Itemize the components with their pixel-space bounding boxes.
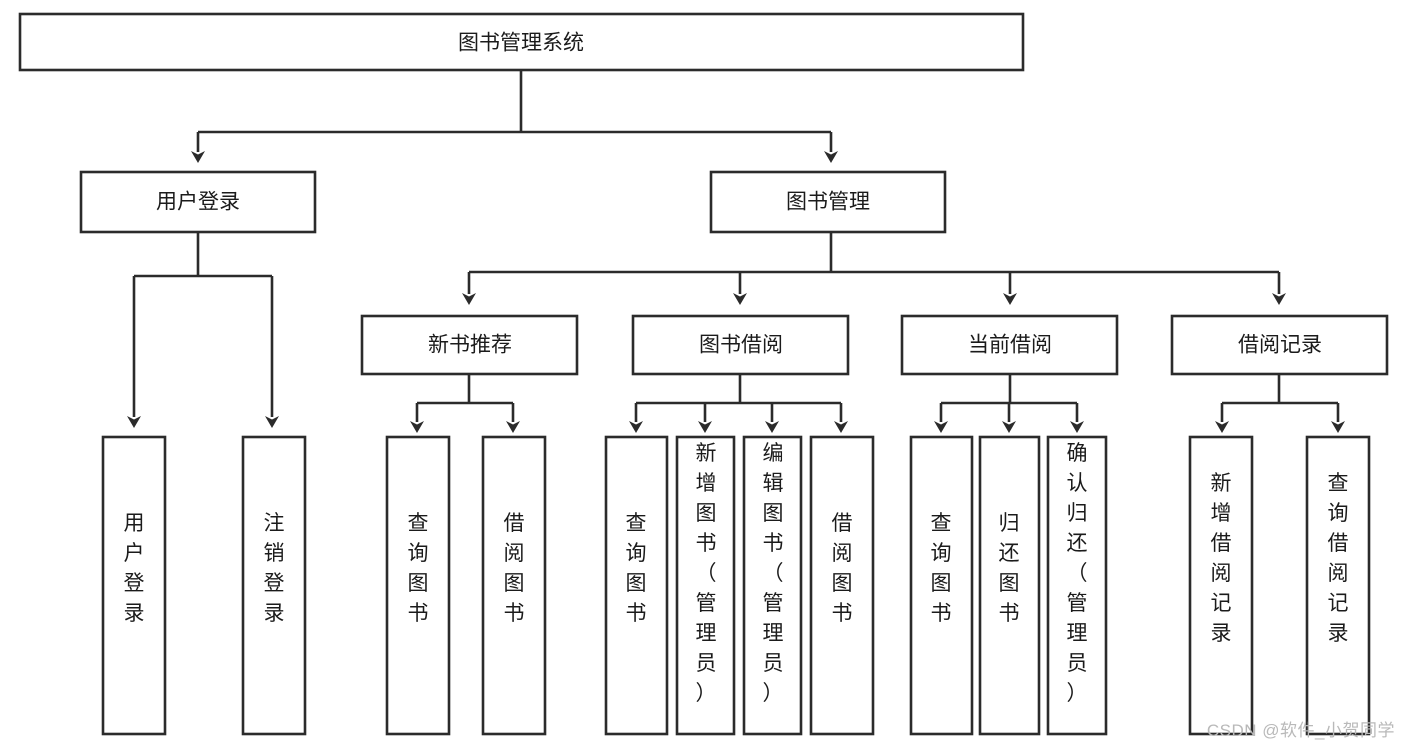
node-leaf-confirm-return-label: 确认归还（管理员） <box>1067 442 1088 705</box>
node-user-login[interactable]: 用户登录 <box>79 170 317 234</box>
node-leaf-add-book[interactable]: 新增图书（管理员） <box>675 435 736 736</box>
node-leaf-query-record[interactable]: 查询借阅记录 <box>1305 435 1371 736</box>
node-leaf-confirm-return-box[interactable] <box>1046 435 1108 736</box>
node-book-borrow[interactable]: 图书借阅 <box>631 314 850 376</box>
node-leaf-user-login-label: 用户登录 <box>124 512 145 625</box>
node-leaf-add-book-label: 新增图书（管理员） <box>696 442 717 705</box>
node-leaf-user-login[interactable]: 用户登录 <box>101 435 167 736</box>
edge-record-bus <box>1222 374 1338 405</box>
edge-root-bus <box>198 70 831 134</box>
node-root-box[interactable] <box>18 12 1025 72</box>
node-leaf-return-book[interactable]: 归还图书 <box>978 435 1041 736</box>
edges-group <box>127 70 1345 433</box>
node-new-book-recommend-box[interactable] <box>360 314 579 376</box>
edge-bookmanage-bus <box>469 232 1279 274</box>
node-leaf-query-book-3[interactable]: 查询图书 <box>909 435 974 736</box>
node-leaf-logout-box[interactable] <box>241 435 307 736</box>
node-book-manage-box[interactable] <box>709 170 947 234</box>
node-leaf-borrow-book-2[interactable]: 借阅图书 <box>809 435 875 736</box>
node-current-borrow-box[interactable] <box>900 314 1119 376</box>
node-book-borrow-label: 图书借阅 <box>699 334 783 357</box>
node-leaf-query-book-2[interactable]: 查询图书 <box>604 435 669 736</box>
node-leaf-user-login-box[interactable] <box>101 435 167 736</box>
node-leaf-query-book-1[interactable]: 查询图书 <box>385 435 451 736</box>
node-leaf-logout[interactable]: 注销登录 <box>241 435 307 736</box>
edge-recommend-bus <box>417 374 513 405</box>
edge-userlogin-bus <box>134 232 272 278</box>
node-user-login-label: 用户登录 <box>156 191 240 214</box>
node-leaf-query-book-3-box[interactable] <box>909 435 974 736</box>
node-new-book-recommend-label: 新书推荐 <box>428 334 512 357</box>
node-leaf-borrow-book-2-box[interactable] <box>809 435 875 736</box>
node-leaf-edit-book-label: 编辑图书（管理员） <box>763 442 784 705</box>
node-borrow-record-box[interactable] <box>1170 314 1389 376</box>
node-current-borrow[interactable]: 当前借阅 <box>900 314 1119 376</box>
node-root[interactable]: 图书管理系统 <box>18 12 1025 72</box>
node-book-borrow-box[interactable] <box>631 314 850 376</box>
node-new-book-recommend[interactable]: 新书推荐 <box>360 314 579 376</box>
node-borrow-record[interactable]: 借阅记录 <box>1170 314 1389 376</box>
node-leaf-query-book-3-label: 查询图书 <box>931 512 952 625</box>
edge-current-bus <box>941 374 1077 405</box>
node-book-manage[interactable]: 图书管理 <box>709 170 947 234</box>
node-leaf-query-record-label: 查询借阅记录 <box>1328 472 1349 645</box>
node-book-manage-label: 图书管理 <box>786 191 870 214</box>
node-user-login-box[interactable] <box>79 170 317 234</box>
node-leaf-borrow-book-2-label: 借阅图书 <box>832 512 853 625</box>
node-leaf-logout-label: 注销登录 <box>264 512 285 625</box>
node-leaf-borrow-book-1-box[interactable] <box>481 435 547 736</box>
node-leaf-add-record-label: 新增借阅记录 <box>1211 472 1232 645</box>
node-leaf-return-book-box[interactable] <box>978 435 1041 736</box>
node-current-borrow-label: 当前借阅 <box>968 334 1052 357</box>
node-leaf-return-book-label: 归还图书 <box>999 512 1020 625</box>
node-leaf-edit-book[interactable]: 编辑图书（管理员） <box>742 435 803 736</box>
node-leaf-add-record[interactable]: 新增借阅记录 <box>1188 435 1254 736</box>
node-leaf-query-book-1-label: 查询图书 <box>408 512 429 625</box>
node-leaf-query-book-1-box[interactable] <box>385 435 451 736</box>
node-leaf-borrow-book-1[interactable]: 借阅图书 <box>481 435 547 736</box>
node-leaf-query-record-box[interactable] <box>1305 435 1371 736</box>
node-leaf-confirm-return[interactable]: 确认归还（管理员） <box>1046 435 1108 736</box>
node-root-label: 图书管理系统 <box>458 32 584 55</box>
edge-borrow-bus <box>636 374 841 405</box>
node-leaf-add-book-box[interactable] <box>675 435 736 736</box>
node-leaf-add-record-box[interactable] <box>1188 435 1254 736</box>
node-leaf-edit-book-box[interactable] <box>742 435 803 736</box>
node-leaf-query-book-2-box[interactable] <box>604 435 669 736</box>
node-leaf-query-book-2-label: 查询图书 <box>626 512 647 625</box>
node-borrow-record-label: 借阅记录 <box>1238 334 1322 357</box>
node-leaf-borrow-book-1-label: 借阅图书 <box>504 512 525 625</box>
